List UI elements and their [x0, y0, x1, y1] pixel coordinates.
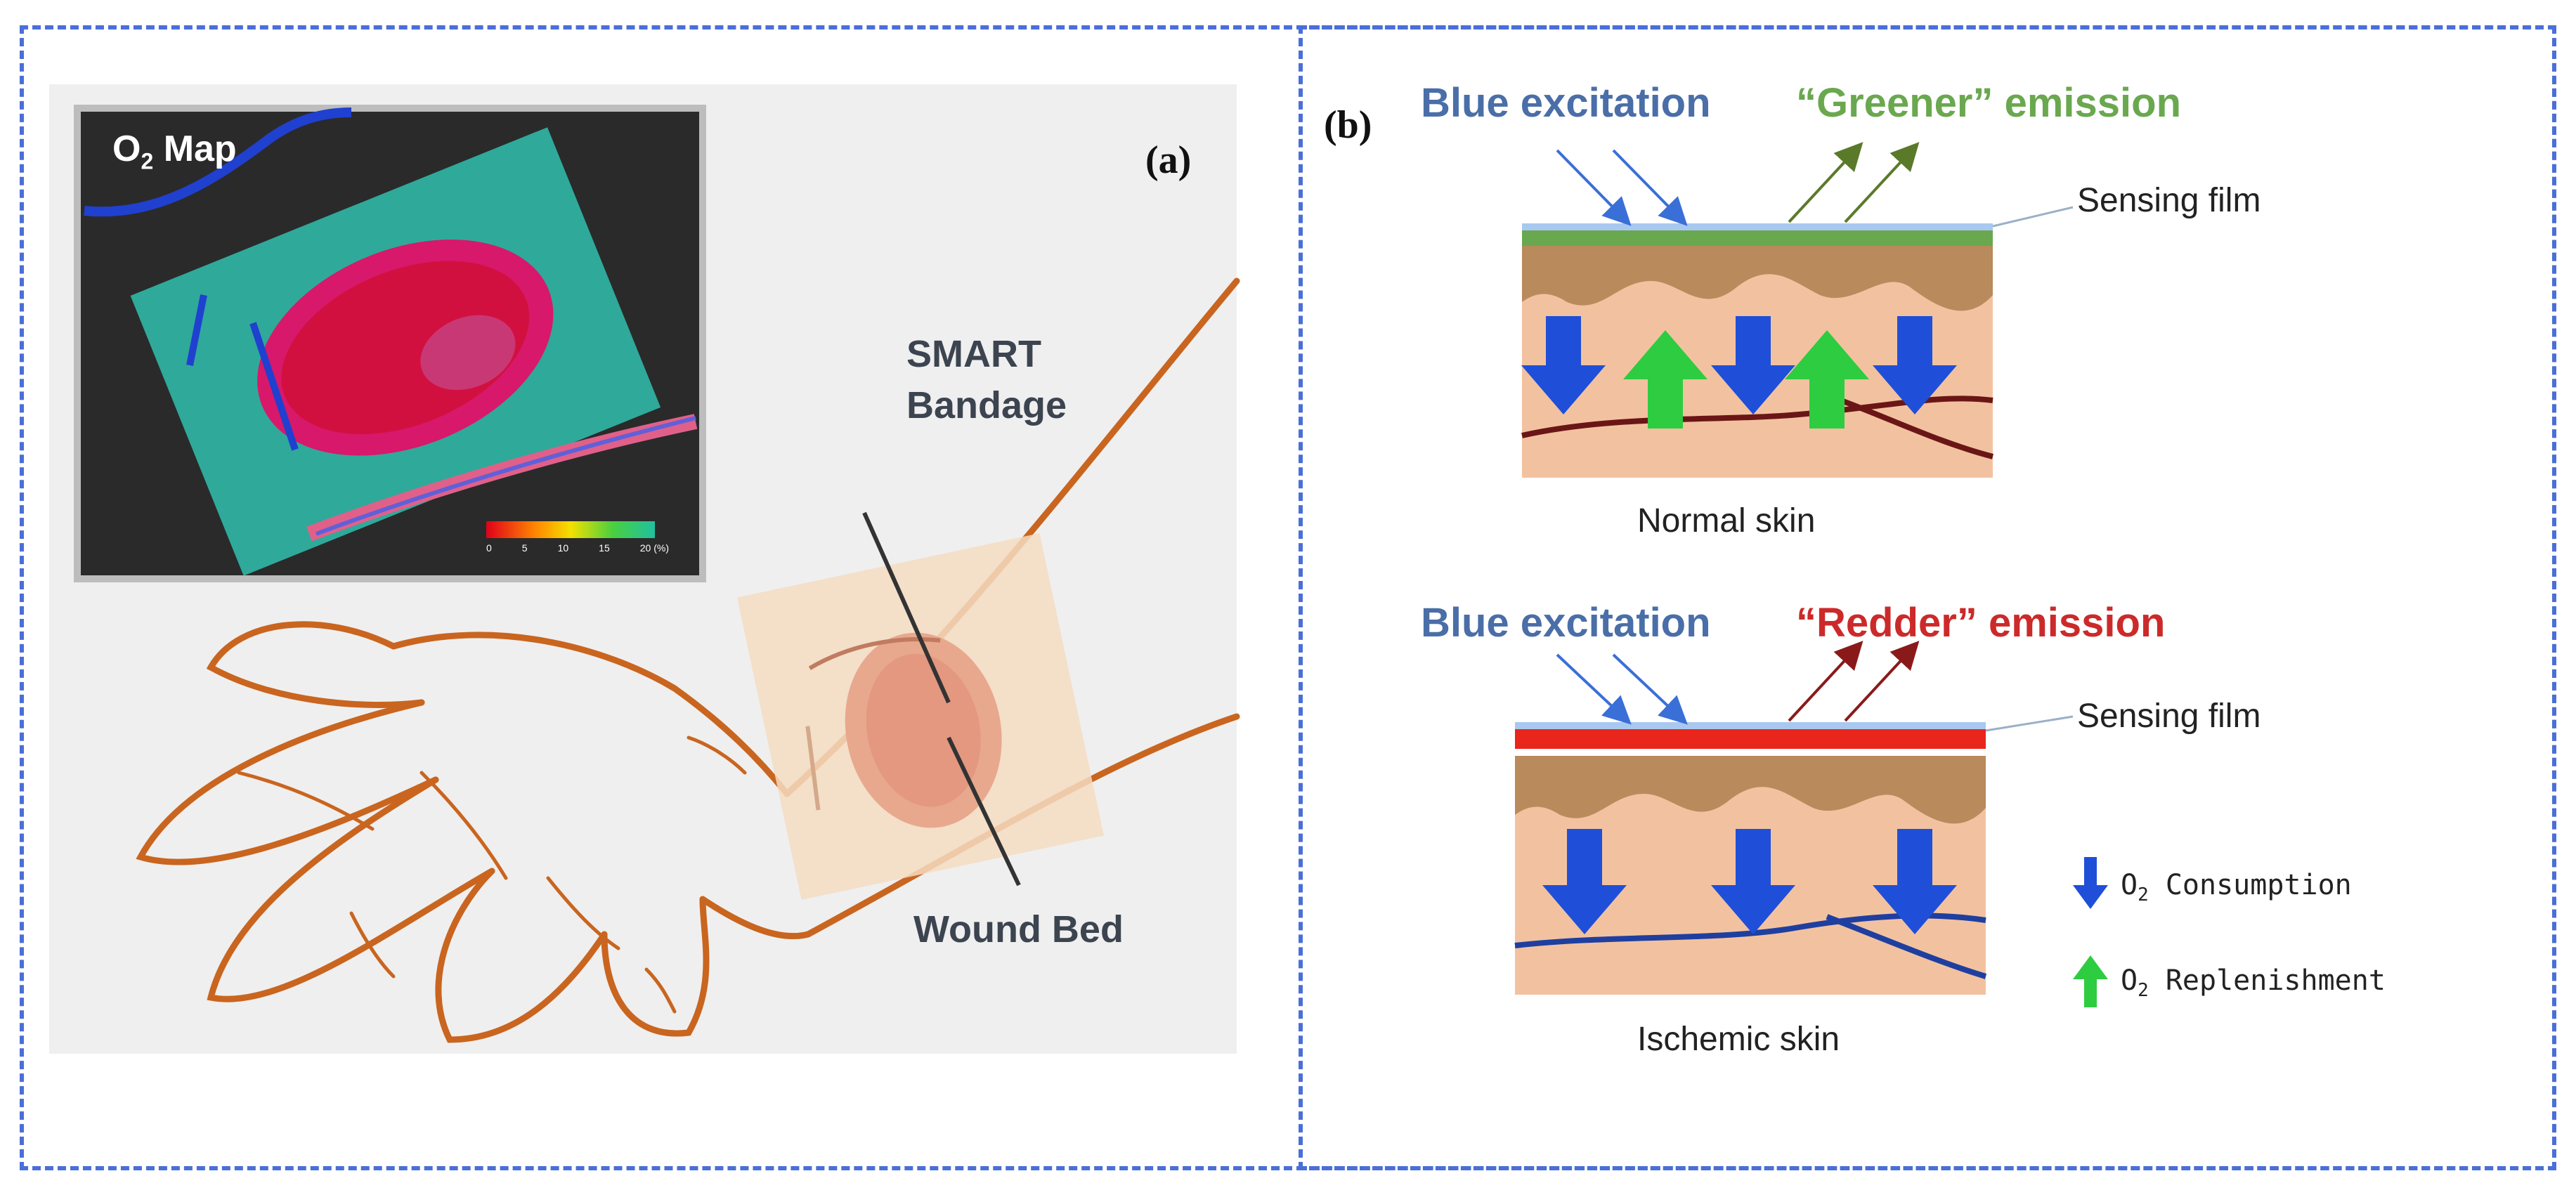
top-film-label: Sensing film — [2077, 182, 2261, 219]
scale-tick: 10 — [557, 542, 569, 554]
scale-ticks: 0 5 10 15 20 (%) — [486, 542, 669, 554]
legend-text: Replenishment — [2148, 965, 2386, 997]
bottom-film-label: Sensing film — [2077, 698, 2261, 735]
smart-bandage-line2: Bandage — [906, 384, 1067, 426]
o2-color-scale — [486, 521, 655, 538]
legend-replenishment: O2 Replenishment — [2121, 967, 2386, 1000]
ischemic-skin-caption: Ischemic skin — [1637, 1021, 1840, 1058]
green-up-arrow-icon — [2073, 955, 2108, 1007]
legend-sub: 2 — [2138, 980, 2149, 1001]
legend-text: Consumption — [2148, 869, 2352, 901]
bottom-emission-title: “Redder” emission — [1796, 600, 2166, 646]
legend-sub: 2 — [2138, 884, 2149, 905]
map-title-o: O — [112, 129, 141, 169]
legend-o: O — [2121, 965, 2138, 997]
scale-tick: 15 — [599, 542, 610, 554]
scale-tick: 0 — [486, 542, 492, 554]
panel-b-label: (b) — [1324, 103, 1372, 147]
normal-skin-caption: Normal skin — [1637, 502, 1816, 540]
smart-bandage-line1: SMART — [906, 333, 1041, 375]
map-title-rest: Map — [153, 129, 237, 169]
legend-consumption: O2 Consumption — [2121, 871, 2352, 904]
top-emission-title: “Greener” emission — [1796, 80, 2181, 126]
legend-o: O — [2121, 869, 2138, 901]
panel-b-frame — [1299, 25, 2556, 1170]
panel-a-label: (a) — [1145, 138, 1192, 182]
ischemic-skin-diagram — [1514, 641, 2074, 995]
map-title: O2 Map — [112, 131, 237, 172]
scale-tick: 5 — [521, 542, 528, 554]
normal-skin-diagram — [1521, 142, 2074, 478]
map-title-sub: 2 — [141, 148, 154, 174]
bottom-excitation-title: Blue excitation — [1421, 600, 1711, 646]
smart-bandage-label: SMART Bandage — [906, 329, 1067, 431]
scale-tick: 20 (%) — [639, 542, 669, 554]
blue-down-arrow-icon — [2073, 857, 2108, 909]
wound-bed-label: Wound Bed — [913, 908, 1124, 950]
top-excitation-title: Blue excitation — [1421, 80, 1711, 126]
